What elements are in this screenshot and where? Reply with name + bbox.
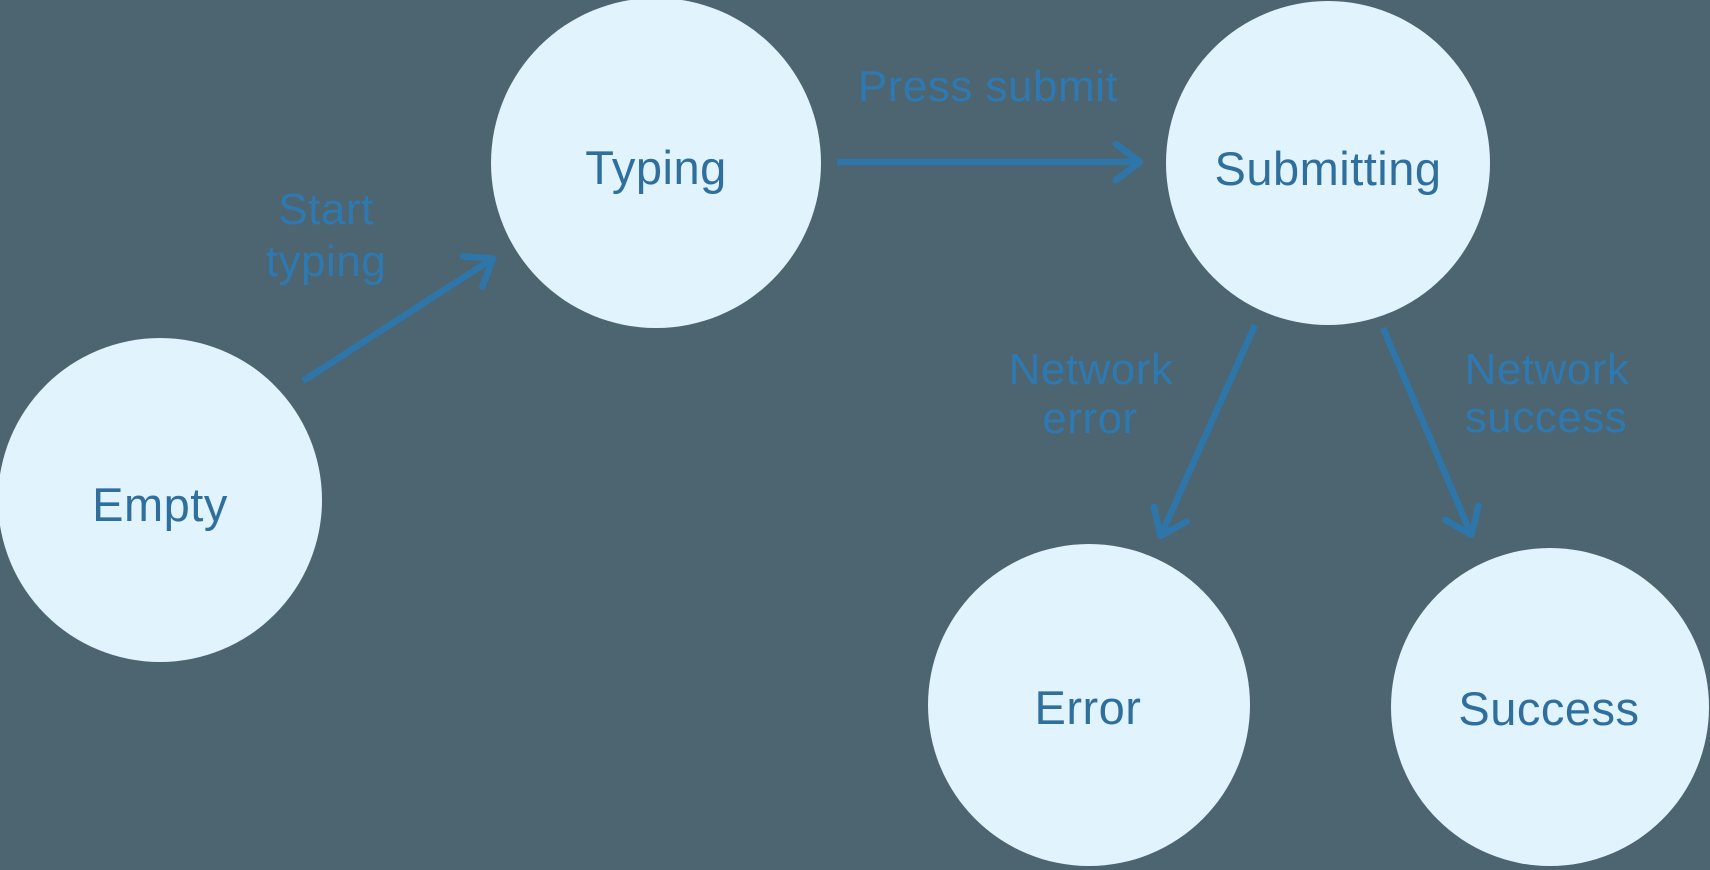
transition-arrow-network-success xyxy=(1380,326,1482,539)
transition-label-start-typing-line1: Start xyxy=(278,185,373,234)
state-node-typing: Typing xyxy=(491,0,821,328)
state-node-submitting: Submitting xyxy=(1166,1,1490,325)
state-label-typing: Typing xyxy=(585,141,726,194)
transition-arrow-network-error xyxy=(1150,323,1258,540)
transition-arrow-start-typing xyxy=(301,253,497,384)
transition-label-press-submit: Press submit xyxy=(858,62,1118,111)
state-label-success: Success xyxy=(1458,682,1639,735)
transition-label-network-error-line2: error xyxy=(1042,394,1137,443)
state-label-error: Error xyxy=(1035,681,1142,734)
state-label-empty: Empty xyxy=(92,478,228,531)
state-label-submitting: Submitting xyxy=(1214,142,1441,195)
transition-label-network-success-line1: Network xyxy=(1465,345,1630,394)
state-node-empty: Empty xyxy=(0,338,322,662)
state-node-error: Error xyxy=(928,544,1250,866)
transition-label-network-error-line1: Network xyxy=(1009,345,1174,394)
transition-label-network-success-line2: success xyxy=(1465,393,1627,442)
transition-network-error: Network error xyxy=(1009,323,1258,540)
state-circle-empty xyxy=(0,338,322,662)
transition-network-success: Network success xyxy=(1380,326,1630,539)
state-circle-success xyxy=(1391,548,1709,866)
transition-start-typing: Start typing xyxy=(266,185,497,384)
state-circle-submitting xyxy=(1166,1,1490,325)
state-node-success: Success xyxy=(1391,548,1709,866)
state-circle-typing xyxy=(491,0,821,328)
state-circle-error xyxy=(928,544,1250,866)
transition-label-start-typing-line2: typing xyxy=(266,237,386,286)
transition-press-submit: Press submit xyxy=(837,62,1144,184)
